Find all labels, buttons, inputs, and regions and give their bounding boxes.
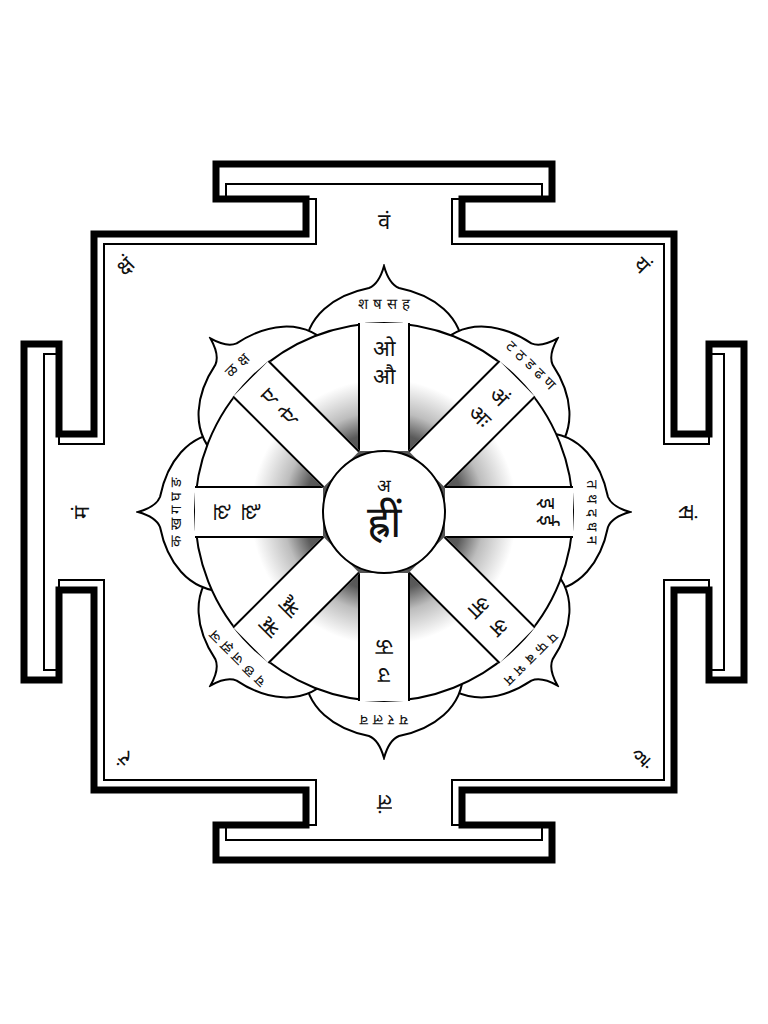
petal-letters: क ख ग घ ङ: [167, 427, 185, 597]
vowel-pair: अं अः: [459, 376, 520, 437]
center-circle: अह्रीं: [322, 450, 446, 574]
vowel-pair: ओ औ: [369, 335, 399, 391]
inner-circle: ओ औअं अःइ ईअ आउ ऊऋ ॠऌ ॡए ऐअह्रीं: [194, 322, 574, 702]
spoke-band: ऌ ॡ: [195, 486, 323, 538]
bija-slot: सं: [668, 482, 704, 542]
bija-syllable: रं: [113, 745, 139, 771]
spoke-band: इ ई: [445, 486, 573, 538]
spoke-band: उ ऊ: [358, 573, 410, 701]
bhupura-inner-wall: [44, 184, 724, 840]
spoke-band: ओ औ: [358, 323, 410, 451]
bija-syllable: सं: [672, 505, 700, 520]
vowel-pair: ऋ ॠ: [248, 587, 309, 648]
vowel-pair: अ आ: [459, 587, 520, 648]
bija-slot: रं: [92, 724, 160, 792]
bija-slot: हं: [608, 724, 676, 792]
bija-syllable: लं: [377, 788, 392, 816]
petal-letters: त थ द ध न: [583, 427, 601, 597]
bija-mantra: ह्रीं: [367, 496, 401, 548]
vowel-pair: उ ऊ: [369, 633, 399, 689]
bija-slot: यं: [608, 232, 676, 300]
bija-syllable: हं: [628, 744, 656, 772]
seed-letter: अ: [377, 476, 391, 496]
petal-letters: य र ल व: [299, 711, 469, 729]
vowel-pair: इ ई: [533, 497, 561, 527]
bija-syllable: क्षं: [110, 250, 141, 281]
vowel-pair: ए ऐ: [248, 376, 309, 437]
bija-syllable: वं: [378, 208, 390, 236]
bija-slot: क्षं: [92, 232, 160, 300]
petal-letters: श ष स ह: [299, 295, 469, 313]
bija-slot: लं: [354, 784, 414, 820]
bija-syllable: मं: [68, 506, 96, 519]
vowel-pair: ऌ ॡ: [207, 497, 263, 527]
bija-slot: वं: [354, 204, 414, 240]
bija-slot: मं: [64, 482, 100, 542]
bhupura-outer-wall: [24, 164, 744, 860]
bija-syllable: यं: [628, 252, 657, 281]
